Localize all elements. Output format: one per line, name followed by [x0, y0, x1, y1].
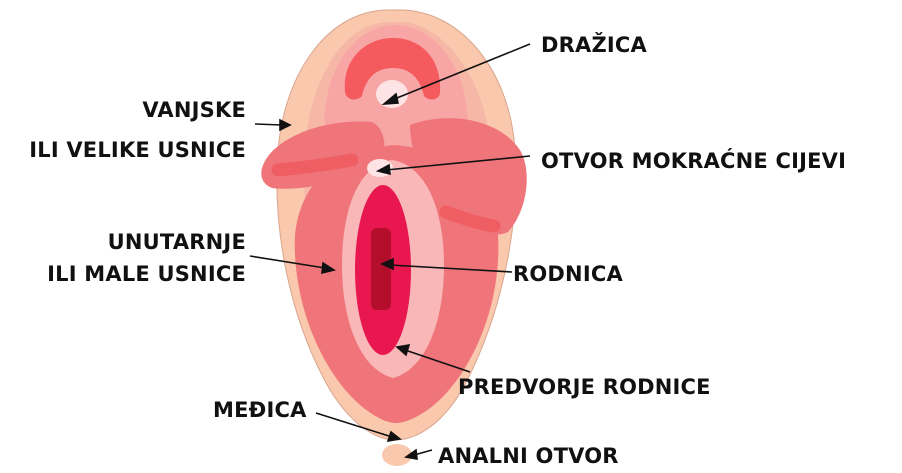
label-vagina: RODNICA: [513, 262, 623, 286]
label-urethral-opening: OTVOR MOKRAĆNE CIJEVI: [541, 149, 846, 173]
vagina-core: [371, 228, 391, 310]
leader-outer-labia: [255, 124, 282, 125]
label-perineum: MEĐICA: [213, 398, 307, 422]
label-anus: ANALNI OTVOR: [438, 444, 619, 468]
label-outer-labia-line1: VANJSKE: [100, 98, 246, 122]
label-clitoris: DRAŽICA: [541, 33, 647, 57]
label-inner-labia-line2: ILI MALE USNICE: [12, 262, 246, 286]
label-inner-labia-line1: UNUTARNJE: [60, 230, 246, 254]
label-outer-labia-line2: ILI VELIKE USNICE: [2, 138, 246, 162]
label-vestibule: PREDVORJE RODNICE: [458, 375, 711, 399]
